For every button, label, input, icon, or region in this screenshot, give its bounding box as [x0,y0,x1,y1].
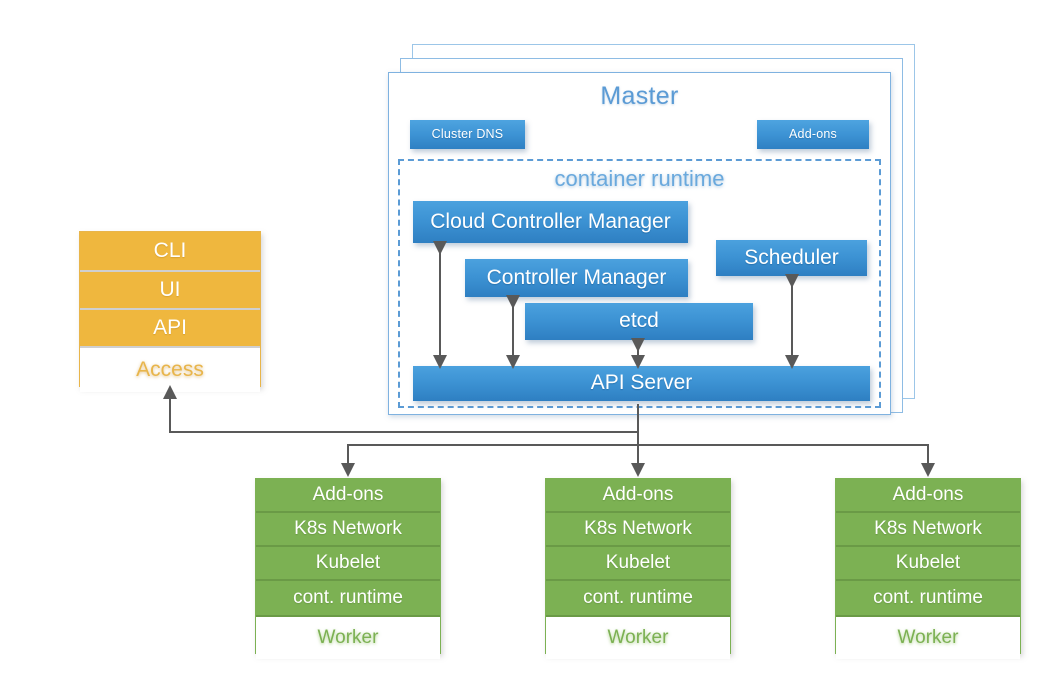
worker-node-3: Add-ons K8s Network Kubelet cont. runtim… [835,478,1021,659]
worker-row-cont-runtime[interactable]: cont. runtime [256,581,440,617]
worker-footer-label: Worker [256,617,440,659]
worker-row-cont-runtime[interactable]: cont. runtime [836,581,1020,617]
access-footer-label: Access [80,348,260,392]
worker-row-addons[interactable]: Add-ons [836,479,1020,513]
access-row-cli[interactable]: CLI [80,232,260,272]
worker-row-addons[interactable]: Add-ons [546,479,730,513]
worker-row-cont-runtime[interactable]: cont. runtime [546,581,730,617]
controller-manager-box[interactable]: Controller Manager [465,259,688,297]
access-panel: CLI UI API Access [79,231,261,392]
worker-row-kubelet[interactable]: Kubelet [546,547,730,581]
worker-node-2: Add-ons K8s Network Kubelet cont. runtim… [545,478,731,659]
access-row-ui[interactable]: UI [80,272,260,310]
worker-row-k8s-network[interactable]: K8s Network [256,513,440,547]
worker-row-addons[interactable]: Add-ons [256,479,440,513]
cluster-dns-box[interactable]: Cluster DNS [410,120,525,149]
worker-row-k8s-network[interactable]: K8s Network [546,513,730,547]
api-server-box[interactable]: API Server [413,366,870,401]
worker-row-k8s-network[interactable]: K8s Network [836,513,1020,547]
worker-row-kubelet[interactable]: Kubelet [256,547,440,581]
container-runtime-title: container runtime [554,166,725,191]
container-runtime-container [398,159,881,408]
cloud-controller-manager-box[interactable]: Cloud Controller Manager [413,201,688,243]
add-ons-box[interactable]: Add-ons [757,120,869,149]
worker-footer-label: Worker [836,617,1020,659]
etcd-box[interactable]: etcd [525,303,753,340]
scheduler-box[interactable]: Scheduler [716,240,867,276]
access-row-api[interactable]: API [80,310,260,348]
master-title: Master [600,82,679,110]
worker-node-1: Add-ons K8s Network Kubelet cont. runtim… [255,478,441,659]
worker-row-kubelet[interactable]: Kubelet [836,547,1020,581]
worker-footer-label: Worker [546,617,730,659]
